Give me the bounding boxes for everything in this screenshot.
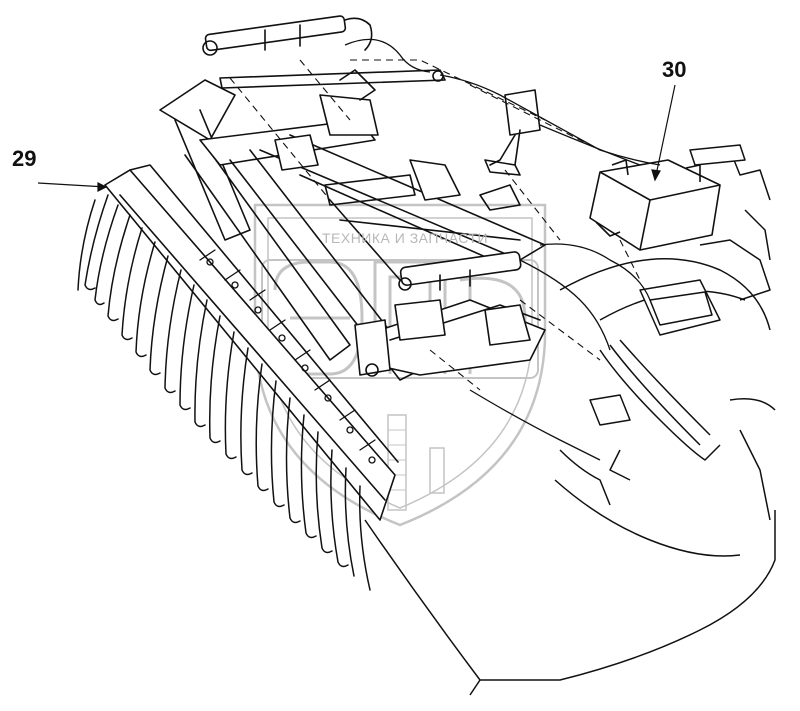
leader-29 <box>37 182 107 188</box>
leader-30 <box>654 84 676 181</box>
harrow-frame <box>104 15 546 521</box>
hydraulic-tank <box>589 159 721 251</box>
callout-leaders <box>37 84 676 192</box>
callout-label-29: 29 <box>12 146 37 171</box>
tractor-body <box>364 144 776 696</box>
watermark-text: ТЕХНИКА И ЗАПЧАСТИ <box>322 230 488 246</box>
callout-label-30: 30 <box>662 57 687 82</box>
watermark-shield <box>253 203 547 527</box>
assembly-dashed-lines <box>229 59 641 391</box>
spring-tines <box>77 194 371 591</box>
